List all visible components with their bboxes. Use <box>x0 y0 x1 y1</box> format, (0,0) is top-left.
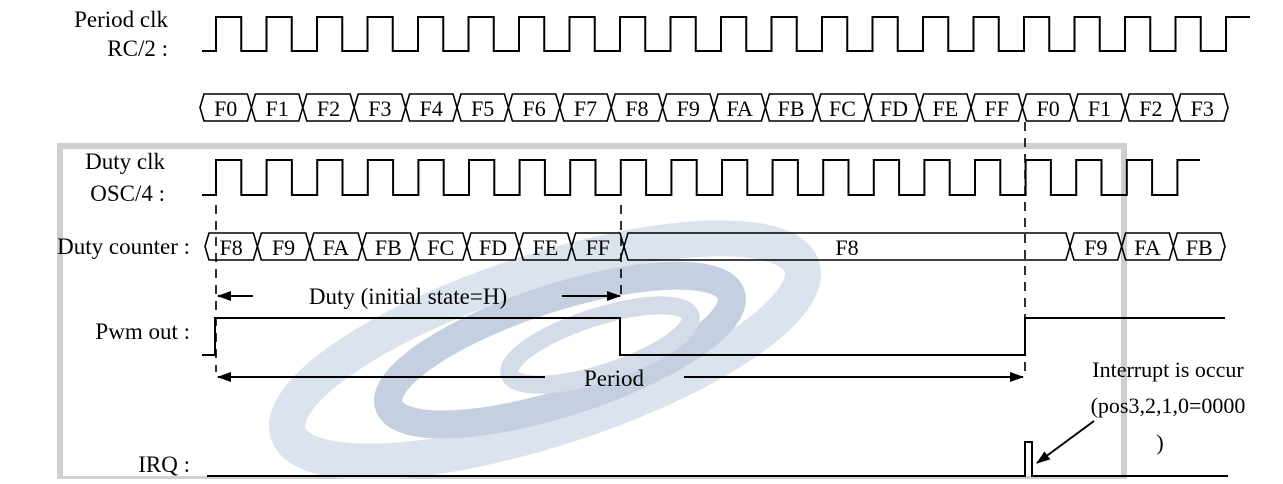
label-osc4: OSC/4 : <box>90 181 165 206</box>
duty-label: Duty (initial state=H) <box>309 284 507 309</box>
duty-counter-b-2-label: FB <box>1186 235 1213 260</box>
period-counter-9-label: F9 <box>677 96 700 121</box>
period-counter-16-label: F0 <box>1036 96 1059 121</box>
period-counter-7-label: F7 <box>574 96 597 121</box>
irq-waveform <box>207 441 1228 477</box>
label-irq: IRQ : <box>138 452 190 477</box>
watermark-ring-mid <box>374 261 746 439</box>
duty-counter-a-0-label: F8 <box>220 235 243 260</box>
watermark-ring-outer <box>269 220 821 480</box>
duty-counter-a-6-label: FE <box>533 235 559 260</box>
period-counter-5-label: F5 <box>471 96 494 121</box>
period-counter-1-label: F1 <box>265 96 288 121</box>
period-counter-6-label: F6 <box>522 96 545 121</box>
period-clk-waveform <box>202 16 1250 52</box>
duty-counter-a-3-label: FB <box>375 235 402 260</box>
duty-counter-b-2-cell <box>1172 232 1226 261</box>
reference-lines <box>215 122 1026 372</box>
label-duty-clk: Duty clk <box>85 149 165 174</box>
period-counter-18-label: F2 <box>1139 96 1162 121</box>
duty-counter-b-0-label: F9 <box>1084 235 1107 260</box>
period-counter-19-cell <box>1175 93 1229 122</box>
pwm-out-waveform <box>202 317 1225 356</box>
duty-counter-a-7-label: FF <box>586 235 610 260</box>
duty-clk-waveform <box>202 159 1200 196</box>
label-pwm-out: Pwm out : <box>95 319 190 344</box>
duty-counter-a-2-label: FA <box>323 235 350 260</box>
duty-counter-a-4-label: FC <box>427 235 454 260</box>
period-counter-2-label: F2 <box>317 96 340 121</box>
duty-counter-bus: F8 F9 FA FB FC FD FE FF F8 F9 FA FB <box>204 232 1226 261</box>
period-counter-3-label: F3 <box>368 96 391 121</box>
period-counter-bus: F0 F1 F2 F3 F4 F5 F6 F7 F8 F9 FA FB FC FD FE FF F0 F1 F2 F3 <box>199 93 1229 122</box>
period-counter-12-label: FC <box>829 96 856 121</box>
period-label: Period <box>584 366 645 391</box>
period-counter-17-label: F1 <box>1088 96 1111 121</box>
period-counter-11-label: FB <box>778 96 805 121</box>
duty-counter-hold-label: F8 <box>835 235 858 260</box>
period-counter-14-label: FE <box>932 96 958 121</box>
period-counter-15-label: FF <box>984 96 1008 121</box>
interrupt-note-line-1: Interrupt is occur <box>1092 357 1244 382</box>
duty-counter-a-1-label: F9 <box>272 235 295 260</box>
period-counter-0-label: F0 <box>214 96 237 121</box>
period-counter-4-label: F4 <box>420 96 443 121</box>
interrupt-note-line-2: (pos3,2,1,0=0000 <box>1091 393 1246 418</box>
interrupt-note-line-3: ) <box>1156 430 1163 455</box>
period-counter-19-label: F3 <box>1191 96 1214 121</box>
signal-waveforms <box>202 16 1250 477</box>
label-duty-counter: Duty counter : <box>57 234 190 259</box>
label-rc2: RC/2 : <box>107 36 168 61</box>
period-counter-8-label: F8 <box>625 96 648 121</box>
duty-counter-a-5-label: FD <box>479 235 507 260</box>
interrupt-arrow <box>1036 420 1095 464</box>
period-counter-13-label: FD <box>880 96 908 121</box>
label-period-clk: Period clk <box>74 7 168 32</box>
period-counter-10-label: FA <box>726 96 753 121</box>
duty-counter-b-1-label: FA <box>1134 235 1161 260</box>
